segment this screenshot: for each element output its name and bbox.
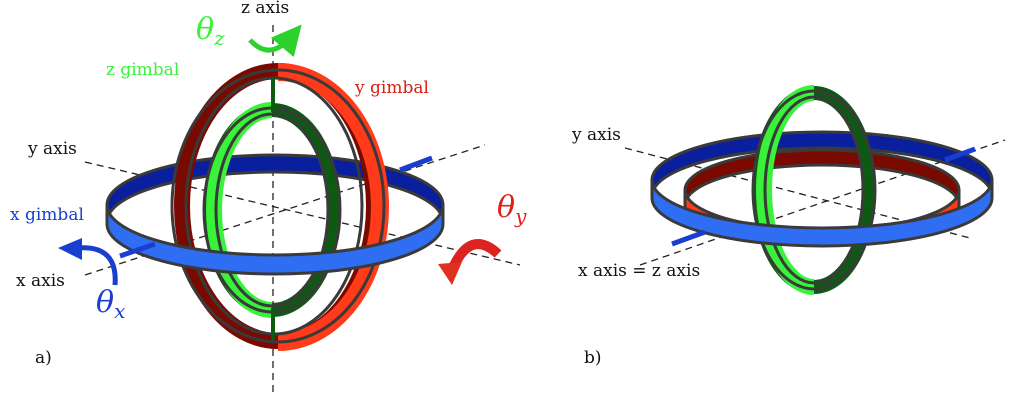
z-gimbal-rim [202,106,342,314]
x-gimbal-front [105,204,445,276]
b-xz-axis-label: x axis = z axis [578,261,701,281]
b-x-axis-line [639,139,1006,266]
theta-y-symbol: θ [497,190,516,225]
x-axis-line [84,144,486,276]
z-axis-label: z axis [241,0,290,18]
theta-x-label: θx [96,285,125,323]
z-gimbal-label: z gimbal [106,60,180,80]
x-rod-right [399,155,433,173]
theta-y-sub: y [515,204,527,228]
theta-y-label: θy [497,190,526,228]
theta-x-sub: x [114,299,126,323]
theta-z-arrow [248,24,302,58]
b-rod-left [671,229,706,247]
b-z-gimbal-rim [751,89,877,291]
panel-a-label: a) [35,348,52,368]
b-rod-right [944,146,976,163]
b-x-gimbal-front [650,179,994,248]
theta-z-label: θz [196,12,225,50]
panel-b-label: b) [584,348,602,368]
theta-x-arrowhead [58,238,82,260]
y-gimbal-label: y gimbal [355,78,429,98]
theta-x-symbol: θ [96,285,115,320]
theta-z-sub: z [214,26,225,50]
b-y-axis-label: y axis [572,125,621,145]
x-axis-label: x axis [16,271,65,291]
b-z-gimbal-rim-inner [763,95,865,285]
panel-a-drawing [58,24,521,395]
x-gimbal-back [105,153,445,223]
b-z-gimbal-front [756,85,815,295]
y-gimbal-rim [170,68,386,344]
theta-y-arrowhead [438,262,462,285]
z-gimbal-rim-inner [214,112,330,308]
x-gimbal-label: x gimbal [10,205,84,225]
y-axis-label: y axis [28,139,77,159]
theta-z-symbol: θ [196,12,215,47]
panel-b-drawing [624,85,1006,295]
theta-x-arrow [77,245,118,286]
b-y-gimbal-back [683,148,961,206]
z-gimbal-front [206,102,273,318]
x-rod-left [119,241,156,259]
